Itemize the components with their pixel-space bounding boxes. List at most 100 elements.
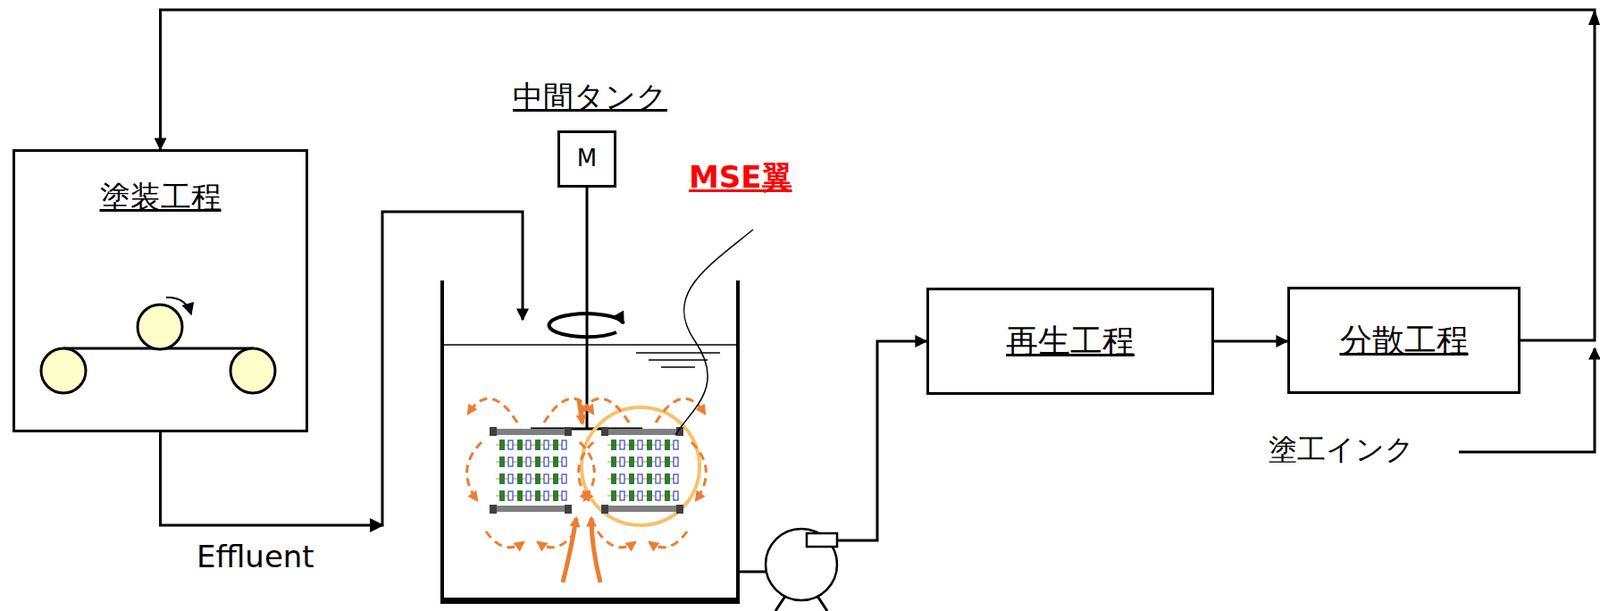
- slit: [673, 440, 679, 450]
- slit: [619, 491, 625, 501]
- pump-body: [765, 528, 838, 601]
- flow-arrow: [578, 442, 594, 501]
- flow-arrow: [579, 398, 629, 423]
- slit: [544, 491, 549, 501]
- blade: [628, 490, 635, 502]
- slit: [561, 474, 567, 484]
- blade: [499, 473, 505, 485]
- module-cap: [676, 504, 684, 514]
- blade: [628, 439, 635, 451]
- pump-outlet: [806, 533, 838, 547]
- blade: [552, 456, 559, 468]
- module-cap: [564, 427, 572, 436]
- blade: [535, 439, 541, 451]
- blade: [646, 490, 653, 502]
- slit: [561, 457, 567, 467]
- module-cap: [601, 504, 609, 514]
- ink-feed-line: [1458, 348, 1595, 453]
- module-bar: [493, 505, 569, 512]
- blade: [664, 473, 671, 485]
- flow-arrow: [562, 518, 577, 583]
- flow-arrows: [467, 398, 707, 583]
- module-cap: [489, 427, 497, 436]
- blade: [499, 490, 505, 502]
- slit: [508, 474, 513, 484]
- module-bar: [604, 428, 680, 436]
- slit: [544, 440, 549, 450]
- node-label: 分散工程: [1340, 320, 1469, 360]
- flow-arrow: [578, 400, 583, 424]
- input-label: 塗工インク: [1268, 432, 1415, 467]
- slit: [619, 474, 625, 484]
- blade: [611, 473, 617, 485]
- blade: [611, 490, 617, 502]
- slit: [526, 491, 531, 501]
- node-label: 再生工程: [1005, 321, 1135, 361]
- flow-arrow: [597, 531, 636, 548]
- blade: [664, 439, 671, 451]
- slit: [637, 474, 643, 484]
- blade: [628, 473, 635, 485]
- slit: [544, 457, 549, 467]
- water-mark: [648, 359, 708, 361]
- blade: [535, 490, 541, 502]
- flow-arrow: [468, 398, 518, 423]
- flow-connector: [160, 9, 1596, 341]
- flow-arrow: [544, 398, 594, 423]
- slit: [508, 491, 513, 501]
- flow-arrow: [691, 442, 706, 501]
- slit: [561, 440, 567, 450]
- flow-connector: [1214, 340, 1288, 344]
- blade: [664, 490, 671, 502]
- water-mark: [661, 366, 696, 369]
- flow-arrow: [655, 398, 705, 423]
- impeller-modules: [489, 427, 684, 514]
- slit: [673, 474, 679, 484]
- process-box: 分散工程: [1287, 286, 1521, 394]
- slit: [619, 457, 625, 467]
- impeller-module: [489, 427, 572, 514]
- blade: [611, 439, 617, 451]
- part-label: MSE翼: [688, 159, 793, 196]
- tank-wall: [442, 280, 738, 603]
- process-box: 塗装工程: [12, 149, 309, 433]
- slit: [508, 440, 513, 450]
- blade: [646, 439, 653, 451]
- slit: [526, 457, 531, 467]
- motor-box: M: [557, 130, 617, 188]
- blade: [646, 456, 653, 468]
- slit: [637, 440, 643, 450]
- slit: [655, 474, 661, 484]
- blade: [499, 456, 505, 468]
- flow-connector: [737, 341, 927, 572]
- leader-line: [675, 229, 754, 436]
- slit: [655, 457, 661, 467]
- flow-arrow: [649, 531, 687, 548]
- tank-bottom: [442, 597, 738, 604]
- flow-arrow: [591, 518, 601, 583]
- roller: [230, 348, 276, 394]
- slit: [619, 440, 625, 450]
- slit: [637, 491, 643, 501]
- module-cap: [601, 427, 609, 436]
- roller: [137, 304, 183, 350]
- water-surface: [442, 343, 738, 346]
- module-bar: [604, 505, 680, 512]
- slit: [561, 491, 567, 501]
- blade: [552, 473, 559, 485]
- process-box: 再生工程: [926, 287, 1215, 395]
- flow-connector: [160, 211, 524, 526]
- slit: [637, 457, 643, 467]
- blade: [552, 439, 559, 451]
- blade: [517, 439, 523, 451]
- blade: [499, 439, 505, 451]
- blade: [664, 456, 671, 468]
- rotation-arrow: [166, 297, 192, 315]
- slit: [544, 474, 549, 484]
- module-cap: [489, 504, 497, 514]
- blade: [535, 456, 541, 468]
